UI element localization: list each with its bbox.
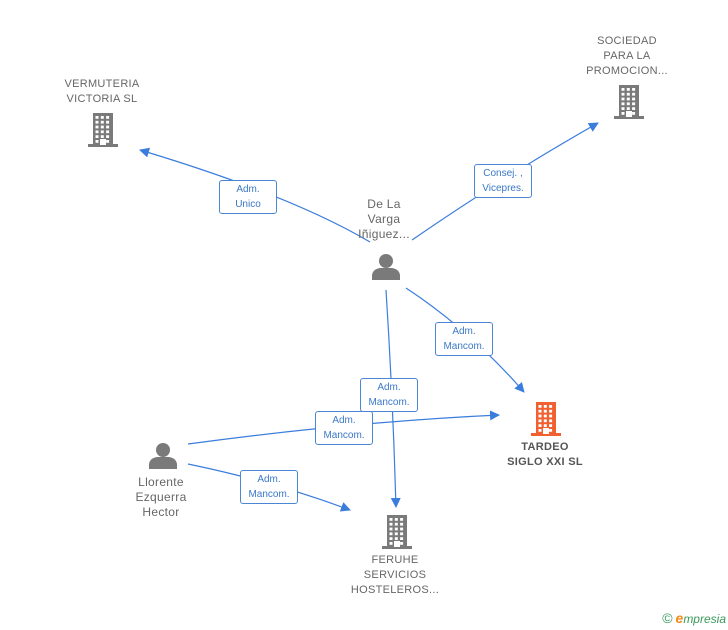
edge-label-delavarga-to-sociedad[interactable]: Consej. , Vicepres.: [474, 164, 532, 198]
node-label-feruhe[interactable]: FERUHE SERVICIOS HOSTELEROS...: [350, 553, 440, 596]
node-label-tardeo[interactable]: TARDEO SIGLO XXI SL: [507, 441, 583, 468]
sociedad-building-icon[interactable]: [614, 85, 644, 119]
delavarga-person-icon[interactable]: [372, 254, 400, 280]
vermuteria-building-icon[interactable]: [88, 113, 118, 147]
tardeo-building-icon[interactable]: [531, 402, 561, 436]
edge-label-llorente-to-feruhe[interactable]: Adm. Mancom.: [240, 470, 298, 504]
llorente-person-icon[interactable]: [149, 443, 177, 469]
node-icons: [88, 85, 644, 549]
edge-label-delavarga-to-vermuteria[interactable]: Adm. Unico: [219, 180, 277, 214]
node-label-delavarga[interactable]: De La Varga Iñiguez...: [358, 196, 410, 241]
empresia-logo: empresia: [675, 610, 726, 626]
node-label-llorente[interactable]: Llorente Ezquerra Hector: [135, 474, 187, 519]
edge-label-llorente-to-tardeo[interactable]: Adm. Mancom.: [315, 411, 373, 445]
edge-label-delavarga-to-feruhe[interactable]: Adm. Mancom.: [360, 378, 418, 412]
feruhe-building-icon[interactable]: [382, 515, 412, 549]
node-label-vermuteria[interactable]: VERMUTERIA VICTORIA SL: [64, 78, 140, 105]
node-label-sociedad[interactable]: SOCIEDAD PARA LA PROMOCION...: [586, 34, 668, 77]
copyright-symbol: ©: [662, 610, 673, 626]
brand-watermark: © empresia: [662, 610, 726, 626]
edge-label-delavarga-to-tardeo[interactable]: Adm. Mancom.: [435, 322, 493, 356]
